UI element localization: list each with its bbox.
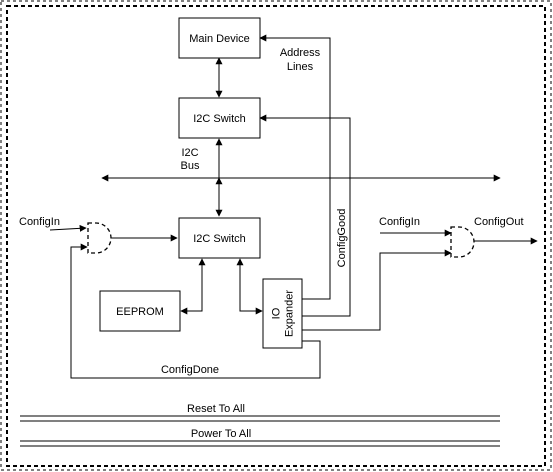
eeprom-box <box>99 290 181 332</box>
address-lines-label-2: Lines <box>287 61 314 73</box>
i2c-bus-label-1: I2C <box>181 147 198 159</box>
i2c-switch-bottom-box <box>178 217 261 259</box>
expander-to-gate-wire <box>302 249 452 331</box>
i2c-bus-label-2: Bus <box>181 160 200 172</box>
io-expander-box <box>262 278 303 349</box>
power-to-all-label: Power To All <box>191 428 251 440</box>
left-and-gate <box>87 222 112 254</box>
address-lines-label-1: Address <box>280 47 321 59</box>
i2c-switch-bottom-label: I2C Switch <box>193 233 246 245</box>
config-in-right-label: ConfigIn <box>379 216 420 228</box>
switch-to-expander-link <box>236 258 263 315</box>
switch-to-eeprom-link <box>180 258 206 315</box>
right-and-gate <box>450 226 475 258</box>
gate-to-switch-wire <box>109 234 178 242</box>
main-device-label: Main Device <box>189 33 250 45</box>
io-expander-label-group: IO Expander <box>271 290 296 337</box>
inner-border <box>6 5 546 467</box>
i2c-switch-top-label: I2C Switch <box>193 113 246 125</box>
config-out-label: ConfigOut <box>474 216 524 228</box>
io-expander-label-1: IO <box>271 307 283 319</box>
reset-to-all-label: Reset To All <box>187 403 245 415</box>
config-done-label: ConfigDone <box>161 364 219 376</box>
main-device-box <box>178 17 261 59</box>
address-lines-wire <box>259 34 331 300</box>
config-done-wire <box>70 243 321 379</box>
eeprom-label: EEPROM <box>116 306 164 318</box>
config-good-wire <box>259 114 351 317</box>
io-expander-label-2: Expander <box>284 290 296 337</box>
i2c-switch-top-box <box>178 97 261 139</box>
config-in-left-wire <box>49 224 87 232</box>
config-good-label: ConfigGood <box>336 209 348 268</box>
config-in-left-label: ConfigIn <box>19 216 60 228</box>
